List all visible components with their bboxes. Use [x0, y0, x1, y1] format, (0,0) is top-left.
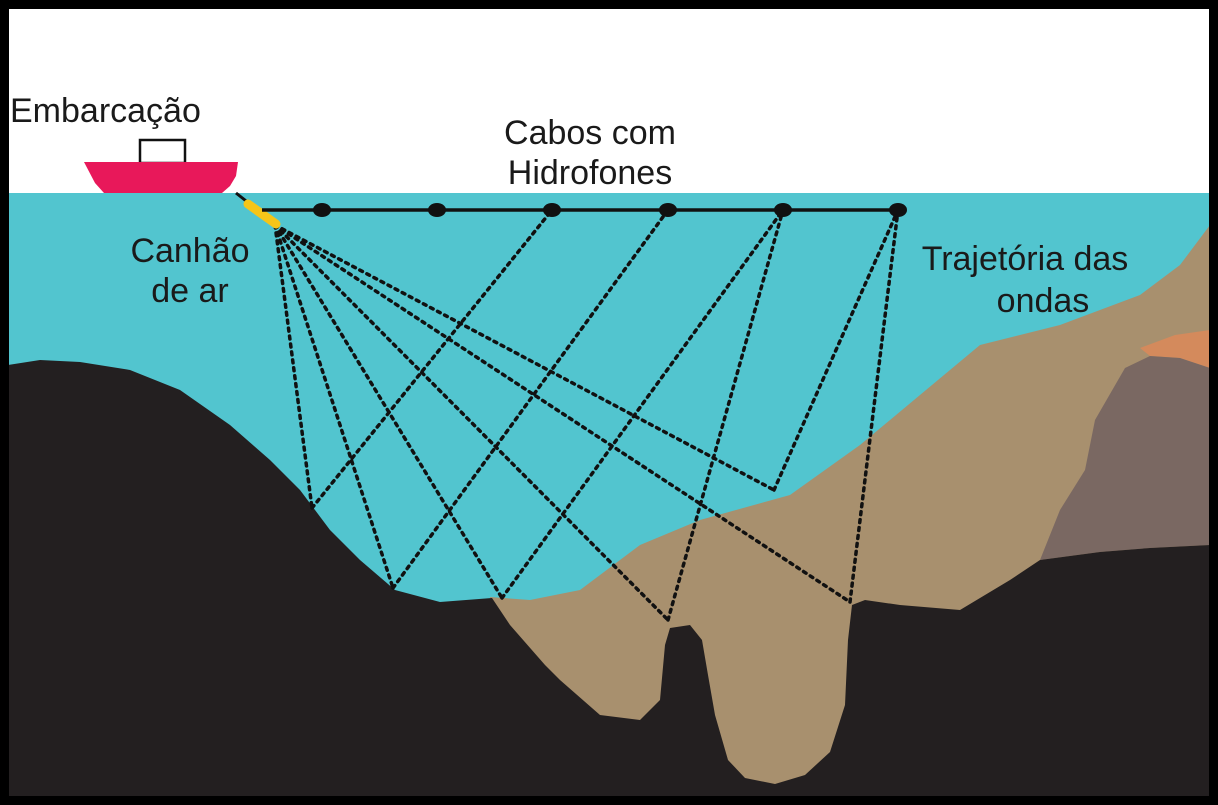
airgun-label-line2: de ar	[151, 272, 229, 310]
hydrophone-node-icon	[313, 203, 331, 217]
cables-label-line1: Cabos com	[504, 114, 676, 152]
wavepath-label-line1: Trajetória das	[922, 240, 1129, 278]
hydrophone-node-icon	[659, 203, 677, 217]
hydrophone-node-icon	[889, 203, 907, 217]
ship-cabin	[140, 140, 185, 163]
hydrophone-node-icon	[543, 203, 561, 217]
hydrophone-node-icon	[774, 203, 792, 217]
airgun-label-line1: Canhão	[130, 232, 249, 270]
ship-hull	[84, 162, 238, 193]
cables-label-line2: Hidrofones	[508, 154, 672, 192]
wavepath-label-line2: ondas	[997, 282, 1090, 320]
hydrophone-node-icon	[428, 203, 446, 217]
vessel-label: Embarcação	[10, 92, 201, 130]
